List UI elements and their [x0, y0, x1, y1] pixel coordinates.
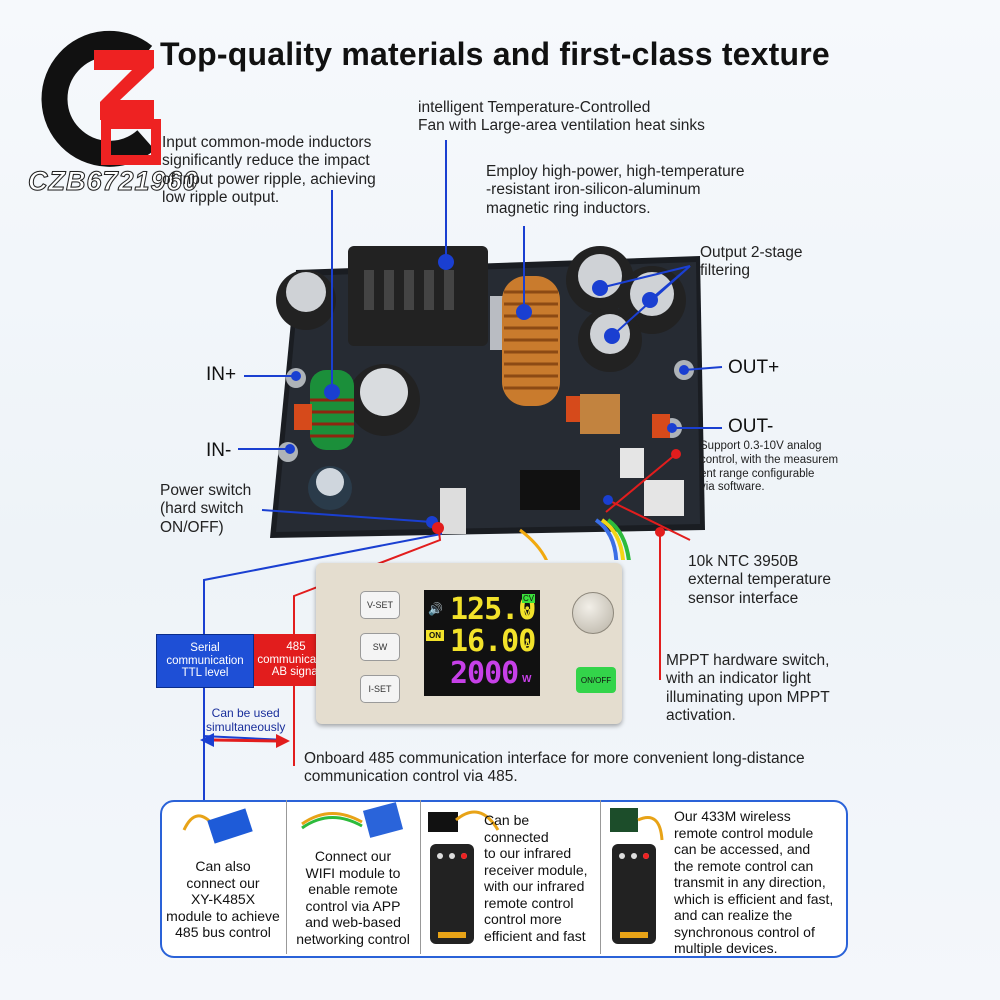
callout-power-switch: Power switch (hard switch ON/OFF): [160, 482, 252, 536]
terminal-in-minus: IN-: [206, 440, 232, 461]
callout-rs485: Onboard 485 communication interface for …: [304, 750, 805, 786]
expansion-modules-panel: [160, 800, 848, 958]
terminal-out-plus: OUT+: [728, 357, 780, 378]
power-unit: W: [522, 674, 532, 685]
circuit-board-image: [270, 246, 705, 560]
power-reading: 2000: [450, 656, 519, 691]
callout-fan: intelligent Temperature-Controlled Fan w…: [418, 99, 705, 135]
current-reading: 16.00: [450, 624, 536, 659]
terminal-in-plus: IN+: [206, 364, 237, 385]
module-images: [182, 802, 664, 944]
speaker-icon: 🔊: [428, 602, 443, 616]
vset-button[interactable]: V-SET: [360, 591, 400, 619]
callout-mppt: MPPT hardware switch, with an indicator …: [666, 652, 830, 724]
brand-logo: [41, 30, 161, 167]
rotary-knob[interactable]: [572, 592, 614, 634]
simultaneous-note: Can be used simultaneously: [206, 706, 286, 735]
module-wifi-text: Connect our WIFI module to enable remote…: [296, 848, 410, 947]
onoff-button[interactable]: ON/OFF: [576, 667, 616, 693]
module-ir-text: Can be connected to our infrared receive…: [484, 812, 588, 944]
cell-divider: [286, 800, 287, 954]
sw-button[interactable]: SW: [360, 633, 400, 661]
callout-ntc: 10k NTC 3950B external temperature senso…: [688, 553, 832, 607]
brand-watermark: CZB6721960: [28, 166, 199, 197]
lcd-screen: 🔊 ON 125.0 CV V 16.00 A 2000 W: [424, 590, 540, 696]
iset-button[interactable]: I-SET: [360, 675, 400, 703]
cv-mode-badge: CV: [522, 594, 536, 603]
voltage-reading: 125.0: [450, 592, 536, 627]
cell-divider: [600, 800, 601, 954]
callout-analog-control: Support 0.3-10V analog control, with the…: [700, 440, 839, 494]
on-indicator: ON: [426, 630, 444, 641]
callout-input-inductors: Input common-mode inductors significantl…: [162, 134, 376, 206]
cell-divider: [420, 800, 421, 954]
ttl-label-box: Serial communication TTL level: [156, 634, 254, 688]
current-unit: A: [524, 640, 532, 651]
terminal-out-minus: OUT-: [728, 416, 774, 437]
module-rs485-text: Can also connect our XY-K485X module to …: [166, 858, 280, 941]
callout-magnetic-ring: Employ high-power, high-temperature -res…: [486, 163, 745, 217]
voltage-unit: V: [524, 608, 531, 619]
module-433m-text: Our 433M wireless remote control module …: [674, 808, 834, 957]
page-title: Top-quality materials and first-class te…: [160, 36, 830, 72]
callout-output-filter: Output 2-stage filtering: [700, 244, 803, 280]
